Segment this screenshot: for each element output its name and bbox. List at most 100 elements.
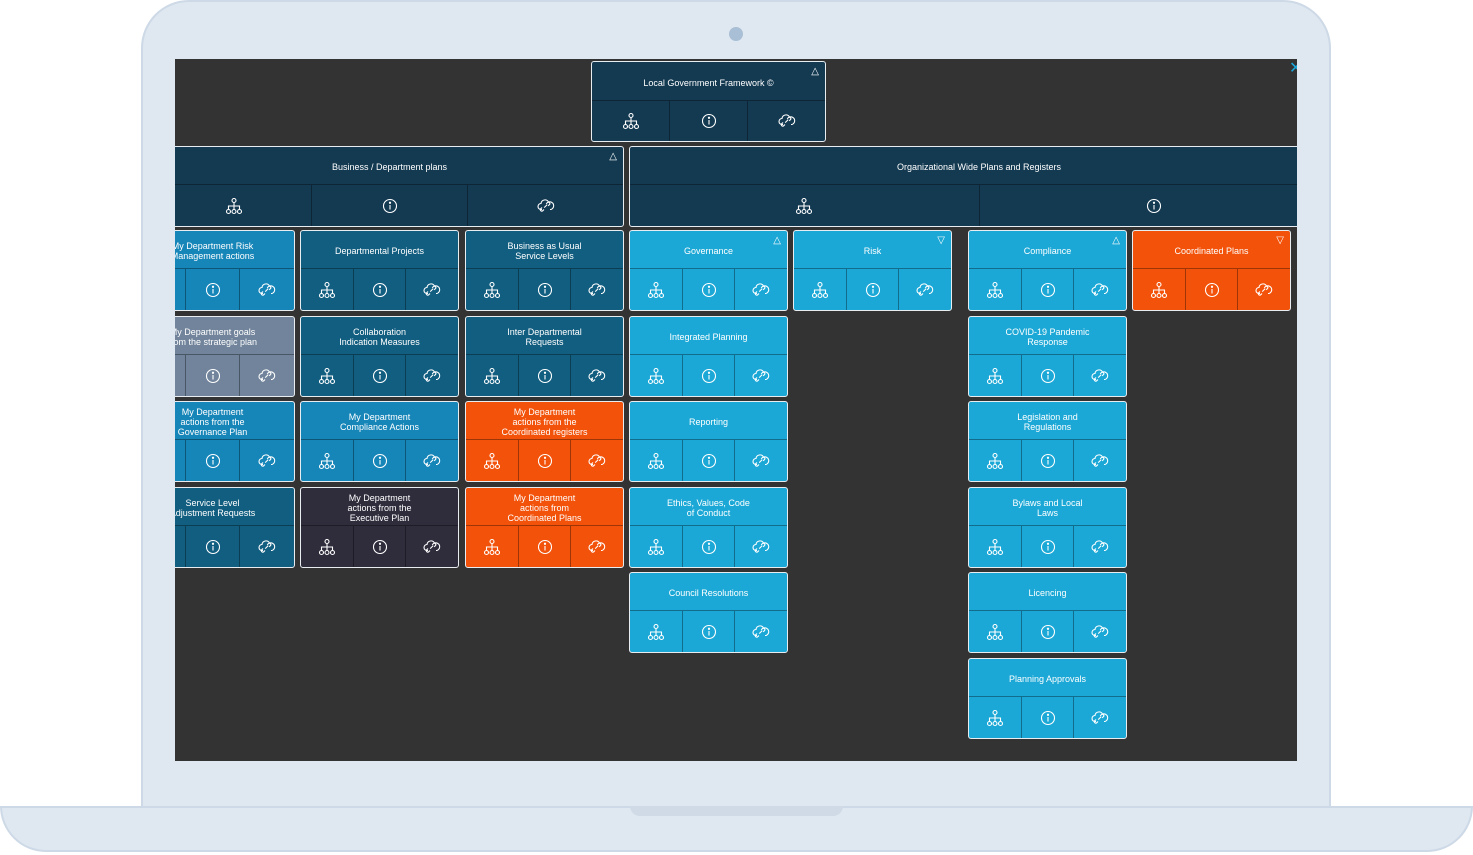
card-governance-3[interactable]: Council Resolutions xyxy=(629,572,788,653)
card-col2-2[interactable]: My Department Compliance Actions xyxy=(300,401,459,482)
cloud-link-icon[interactable] xyxy=(239,526,294,567)
info-icon[interactable] xyxy=(517,440,571,481)
cloud-link-icon[interactable] xyxy=(467,185,623,226)
card-col2-3[interactable]: My Department actions from the Executive… xyxy=(300,487,459,568)
info-icon[interactable] xyxy=(1020,526,1074,567)
hierarchy-icon[interactable] xyxy=(969,440,1021,481)
info-icon[interactable] xyxy=(1020,611,1074,652)
hierarchy-icon[interactable] xyxy=(301,440,353,481)
hierarchy-icon[interactable] xyxy=(630,611,682,652)
info-icon[interactable] xyxy=(1020,440,1074,481)
triangle-down-icon[interactable]: ▽ xyxy=(937,235,945,246)
hierarchy-icon[interactable] xyxy=(969,269,1021,310)
card-compliance-3[interactable]: Licencing xyxy=(968,572,1127,653)
card-compliance-2[interactable]: Bylaws and Local Laws xyxy=(968,487,1127,568)
triangle-down-icon[interactable]: ▽ xyxy=(1276,235,1284,246)
info-icon[interactable] xyxy=(1020,355,1074,396)
info-icon[interactable] xyxy=(669,101,747,141)
info-icon[interactable] xyxy=(517,526,571,567)
cloud-link-icon[interactable] xyxy=(405,269,458,310)
info-icon[interactable] xyxy=(184,526,240,567)
info-icon[interactable] xyxy=(352,355,406,396)
info-icon[interactable] xyxy=(1020,697,1074,738)
card-org-1[interactable]: Risk▽ xyxy=(793,230,952,311)
card-col3-0[interactable]: Business as Usual Service Levels xyxy=(465,230,624,311)
cloud-link-icon[interactable] xyxy=(1073,611,1126,652)
cloud-link-icon[interactable] xyxy=(734,526,787,567)
cloud-link-icon[interactable] xyxy=(1073,440,1126,481)
info-icon[interactable] xyxy=(681,355,735,396)
info-icon[interactable] xyxy=(311,185,467,226)
card-governance-2[interactable]: Ethics, Values, Code of Conduct xyxy=(629,487,788,568)
hierarchy-icon[interactable] xyxy=(630,185,979,226)
card-business-department-plans[interactable]: Business / Department plans△ xyxy=(175,146,624,227)
hierarchy-icon[interactable] xyxy=(630,269,682,310)
hierarchy-icon[interactable] xyxy=(175,526,185,567)
cloud-link-icon[interactable] xyxy=(405,440,458,481)
cloud-link-icon[interactable] xyxy=(239,269,294,310)
hierarchy-icon[interactable] xyxy=(1133,269,1185,310)
cloud-link-icon[interactable] xyxy=(1073,526,1126,567)
info-icon[interactable] xyxy=(1184,269,1238,310)
card-org-2[interactable]: Compliance△ xyxy=(968,230,1127,311)
cloud-link-icon[interactable] xyxy=(239,355,294,396)
card-col2-0[interactable]: Departmental Projects xyxy=(300,230,459,311)
hierarchy-icon[interactable] xyxy=(969,611,1021,652)
card-compliance-1[interactable]: Legislation and Regulations xyxy=(968,401,1127,482)
info-icon[interactable] xyxy=(184,440,240,481)
hierarchy-icon[interactable] xyxy=(466,269,518,310)
info-icon[interactable] xyxy=(352,526,406,567)
card-col1-1[interactable]: My Department goals from the strategic p… xyxy=(175,316,295,397)
hierarchy-icon[interactable] xyxy=(630,440,682,481)
cloud-link-icon[interactable] xyxy=(734,355,787,396)
cloud-link-icon[interactable] xyxy=(405,526,458,567)
triangle-up-icon[interactable]: △ xyxy=(1112,235,1120,246)
cloud-link-icon[interactable] xyxy=(898,269,951,310)
cloud-link-icon[interactable] xyxy=(570,355,623,396)
close-icon[interactable]: ✕ xyxy=(1289,60,1297,77)
card-organizational-wide-plans[interactable]: Organizational Wide Plans and Registers xyxy=(629,146,1297,227)
cloud-link-icon[interactable] xyxy=(734,440,787,481)
hierarchy-icon[interactable] xyxy=(175,440,185,481)
hierarchy-icon[interactable] xyxy=(466,440,518,481)
cloud-link-icon[interactable] xyxy=(1237,269,1290,310)
card-governance-1[interactable]: Reporting xyxy=(629,401,788,482)
card-col3-3[interactable]: My Department actions from Coordinated P… xyxy=(465,487,624,568)
cloud-link-icon[interactable] xyxy=(747,101,825,141)
hierarchy-icon[interactable] xyxy=(175,355,185,396)
cloud-link-icon[interactable] xyxy=(570,440,623,481)
info-icon[interactable] xyxy=(184,355,240,396)
info-icon[interactable] xyxy=(681,269,735,310)
info-icon[interactable] xyxy=(352,269,406,310)
info-icon[interactable] xyxy=(517,355,571,396)
hierarchy-icon[interactable] xyxy=(301,355,353,396)
card-org-3[interactable]: Coordinated Plans▽ xyxy=(1132,230,1291,311)
hierarchy-icon[interactable] xyxy=(969,697,1021,738)
card-org-0[interactable]: Governance△ xyxy=(629,230,788,311)
cloud-link-icon[interactable] xyxy=(405,355,458,396)
info-icon[interactable] xyxy=(845,269,899,310)
info-icon[interactable] xyxy=(1020,269,1074,310)
info-icon[interactable] xyxy=(681,440,735,481)
cloud-link-icon[interactable] xyxy=(1073,697,1126,738)
card-compliance-4[interactable]: Planning Approvals xyxy=(968,658,1127,739)
triangle-up-icon[interactable]: △ xyxy=(609,151,617,162)
cloud-link-icon[interactable] xyxy=(734,611,787,652)
hierarchy-icon[interactable] xyxy=(175,269,185,310)
hierarchy-icon[interactable] xyxy=(630,355,682,396)
hierarchy-icon[interactable] xyxy=(175,185,311,226)
cloud-link-icon[interactable] xyxy=(734,269,787,310)
card-col1-2[interactable]: My Department actions from the Governanc… xyxy=(175,401,295,482)
cloud-link-icon[interactable] xyxy=(570,526,623,567)
hierarchy-icon[interactable] xyxy=(969,526,1021,567)
info-icon[interactable] xyxy=(184,269,240,310)
hierarchy-icon[interactable] xyxy=(592,101,669,141)
card-local-government-framework[interactable]: Local Government Framework ©△ xyxy=(591,61,826,142)
info-icon[interactable] xyxy=(978,185,1298,226)
cloud-link-icon[interactable] xyxy=(1073,355,1126,396)
info-icon[interactable] xyxy=(681,611,735,652)
cloud-link-icon[interactable] xyxy=(239,440,294,481)
card-col1-0[interactable]: My Department Risk Management actions xyxy=(175,230,295,311)
info-icon[interactable] xyxy=(517,269,571,310)
hierarchy-icon[interactable] xyxy=(466,526,518,567)
